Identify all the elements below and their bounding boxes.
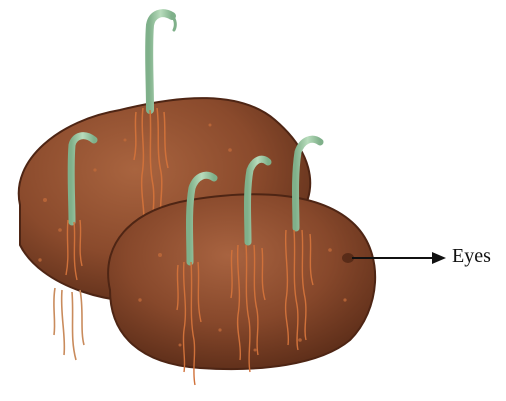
back-hanging-roots	[54, 288, 84, 360]
sprout-tall	[149, 13, 175, 110]
front-potato-tuber	[108, 194, 375, 369]
eyes-label: Eyes	[452, 244, 491, 268]
